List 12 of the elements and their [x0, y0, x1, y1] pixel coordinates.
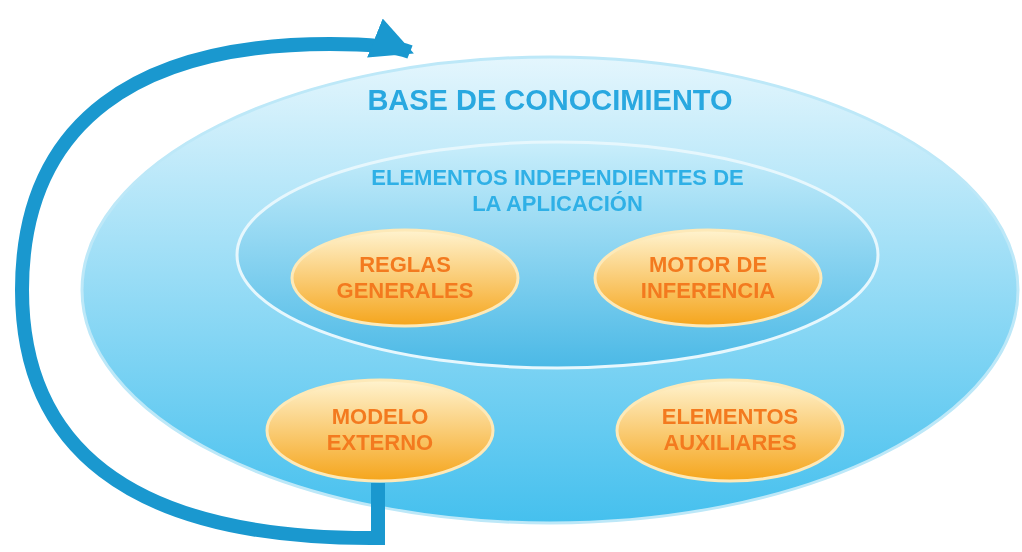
node-label: BASE DE CONOCIMIENTO [366, 83, 734, 118]
process-ellipse [265, 378, 495, 483]
process-ellipse [593, 228, 823, 328]
node-label: MODELO EXTERNO [325, 404, 435, 457]
node-label: ELEMENTOS AUXILIARES [660, 404, 800, 457]
ellipse-region [80, 55, 1020, 525]
process-ellipse [615, 378, 845, 483]
node-label: ELEMENTOS INDEPENDIENTES DE LA APLICACIÓN [370, 165, 745, 218]
ellipse-region [235, 140, 880, 370]
node-label: REGLAS GENERALES [335, 252, 475, 305]
process-ellipse [290, 228, 520, 328]
node-label: MOTOR DE INFERENCIA [639, 252, 777, 305]
